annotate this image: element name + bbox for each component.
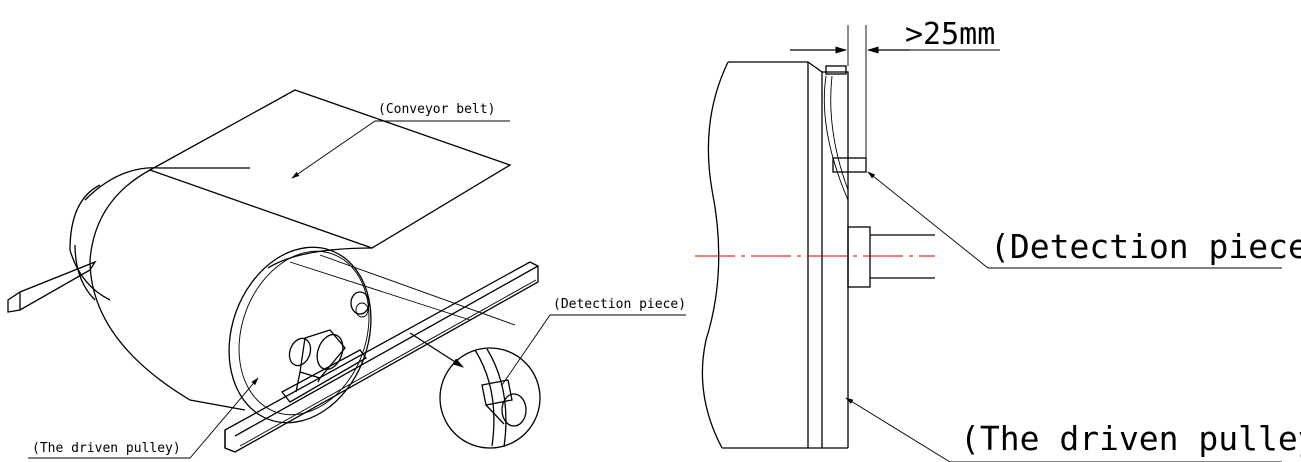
- driven-pulley-label-left: (The driven pulley): [32, 441, 181, 456]
- clearance-dimension: >25mm: [790, 17, 1000, 54]
- conveyor-belt: [89, 89, 516, 411]
- driven-pulley-leader-left: [28, 377, 259, 459]
- shaft: [847, 226, 935, 288]
- belt-edge: [822, 65, 849, 201]
- detection-piece-label-right: (Detection piece): [990, 227, 1301, 266]
- driven-pulley-disc: [228, 246, 372, 424]
- detection-piece-right: [832, 157, 867, 173]
- rear-frame-rail: [7, 260, 97, 313]
- detection-piece-leader-left: [501, 314, 686, 386]
- side-section-view: >25mm (Detection piece) (The driven pull…: [695, 17, 1301, 462]
- detection-piece-arrow-left: [409, 332, 464, 368]
- drive-drum: [69, 167, 250, 301]
- conveyor-belt-leader: [291, 120, 510, 179]
- conveyor-belt-label: (Conveyor belt): [378, 102, 495, 117]
- front-frame-rail: [224, 261, 539, 453]
- driven-pulley-label-right: (The driven pulley): [960, 419, 1301, 458]
- bearing-block: [281, 329, 367, 403]
- detection-piece-small: [350, 291, 370, 318]
- detection-piece-label-left: (Detection piece): [553, 297, 686, 312]
- detail-magnifier: [439, 347, 541, 449]
- pulley-body-section: [701, 61, 849, 449]
- clearance-label: >25mm: [905, 17, 995, 52]
- detection-piece-leader-right: [867, 171, 1282, 269]
- driven-pulley-leader-right: [845, 397, 1282, 462]
- isometric-conveyor-view: (Conveyor belt) (Detection piece) (The d…: [7, 89, 686, 459]
